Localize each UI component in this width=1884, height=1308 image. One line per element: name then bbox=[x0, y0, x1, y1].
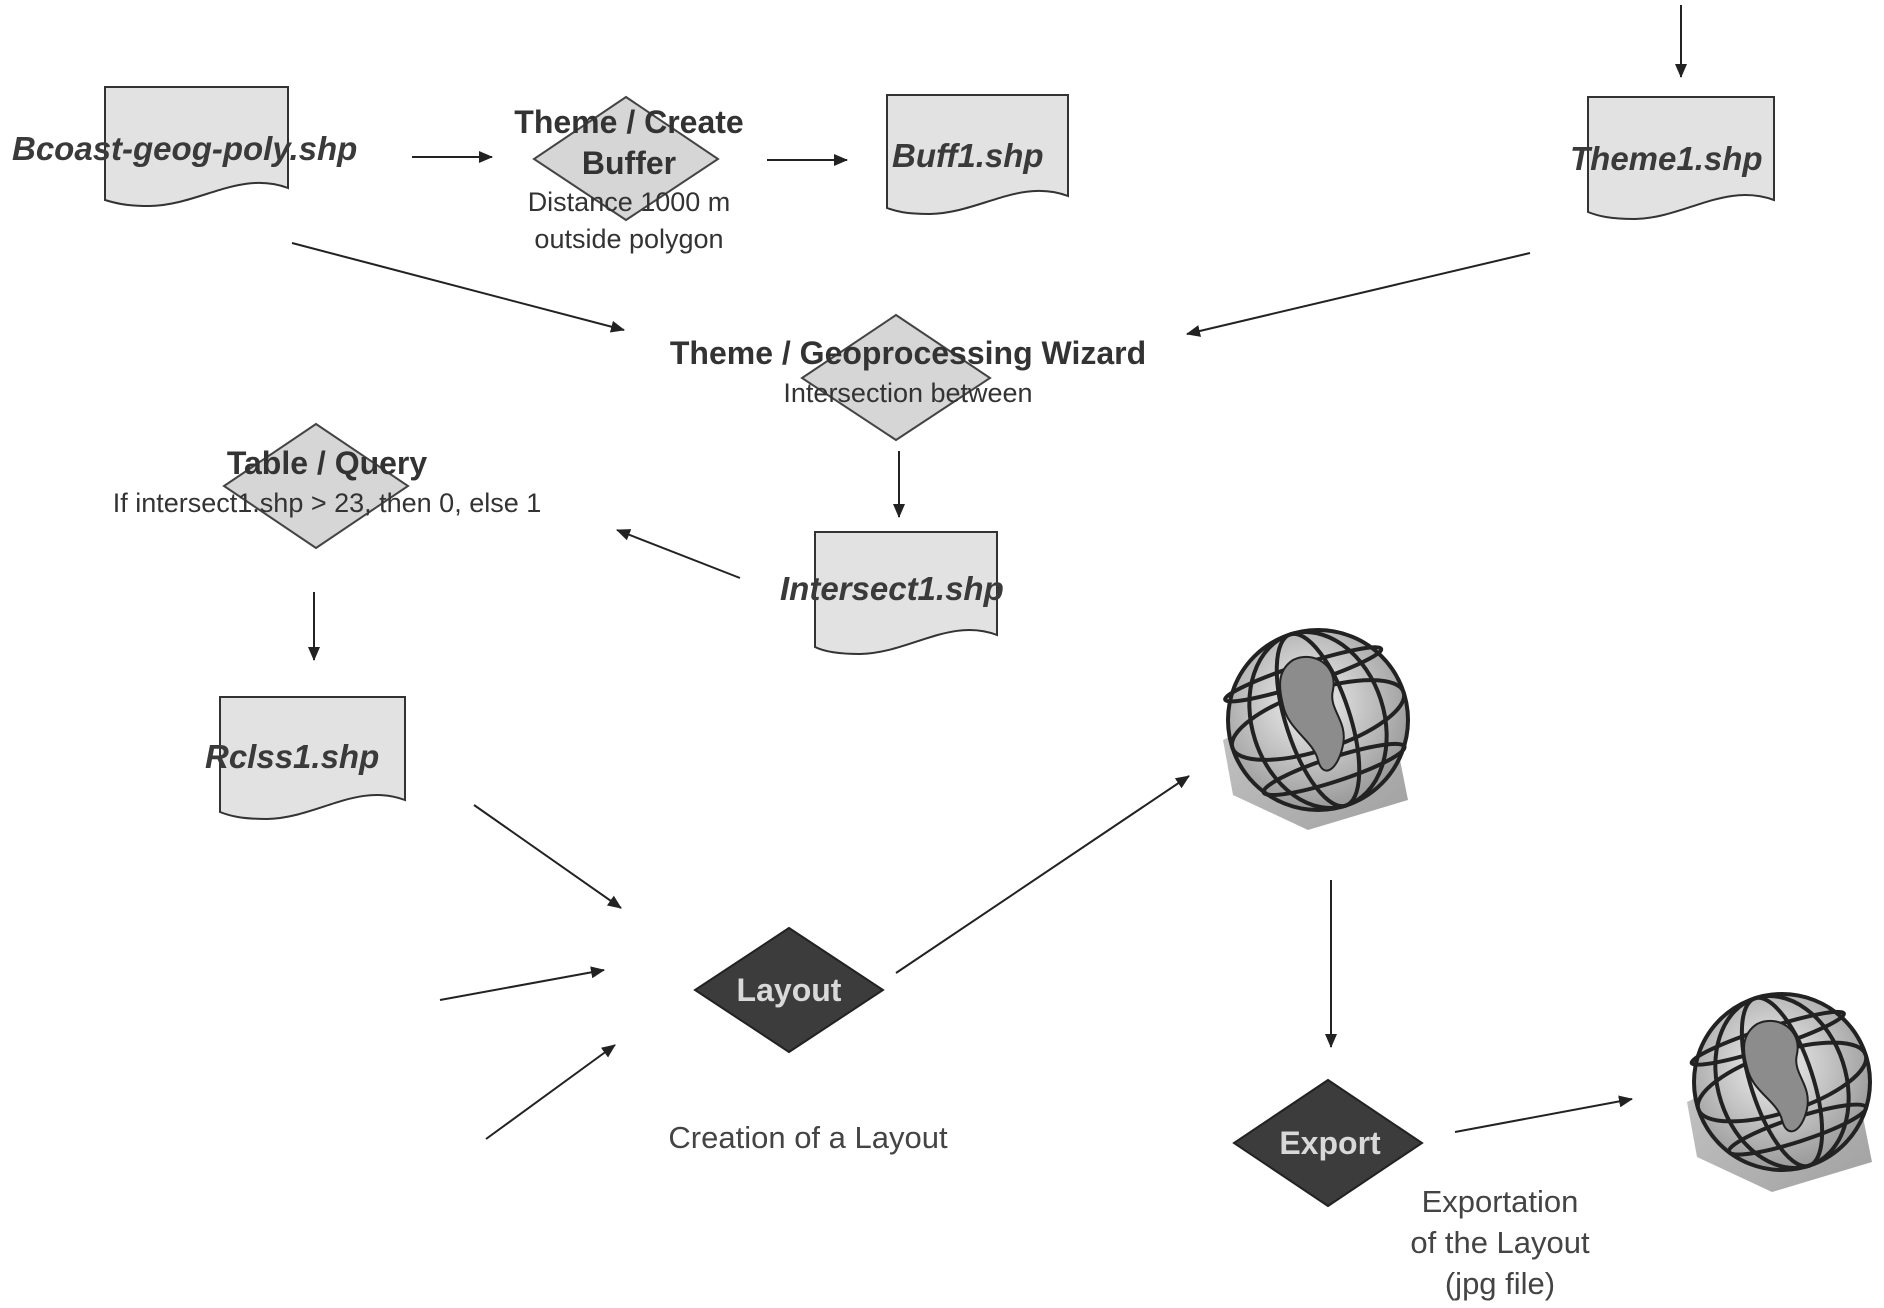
layout-caption: Creation of a Layout bbox=[668, 1120, 948, 1155]
globe-icon bbox=[1223, 628, 1410, 830]
file-label-theme1: Theme1.shp bbox=[1570, 140, 1763, 177]
diamond-shape bbox=[800, 313, 992, 442]
document-shape bbox=[219, 696, 406, 821]
file-theme1: Theme1.shp bbox=[1570, 96, 1775, 221]
arrow-export-to-globe bbox=[1454, 1095, 1633, 1133]
globe-icon bbox=[1687, 992, 1872, 1192]
export-caption-line2: of the Layout bbox=[1410, 1225, 1590, 1260]
globe-continent bbox=[1279, 655, 1345, 772]
op-detail: If intersect1.shp > 23, then 0, else 1 bbox=[113, 488, 542, 518]
diamond-shape bbox=[222, 422, 410, 550]
file-bcoast: Bcoast-geog-poly.shp bbox=[12, 86, 357, 208]
op-title-line2: Buffer bbox=[582, 145, 676, 181]
operation-geoprocessing: Theme / Geoprocessing Wizard Intersectio… bbox=[670, 313, 1146, 442]
op-detail-line2: outside polygon bbox=[534, 224, 723, 254]
arrow-theme1-to-geoprocessing bbox=[1186, 252, 1531, 337]
document-shape bbox=[886, 94, 1069, 216]
layout-label: Layout bbox=[737, 972, 842, 1008]
diamond-shape bbox=[693, 926, 885, 1054]
export-label: Export bbox=[1279, 1125, 1381, 1161]
operation-query: Table / Query If intersect1.shp > 23, th… bbox=[113, 422, 542, 550]
globe-outline bbox=[1226, 628, 1410, 812]
file-label-bcoast: Bcoast-geog-poly.shp bbox=[12, 130, 357, 167]
op-title: Table / Query bbox=[227, 445, 428, 481]
export-caption-line3: (jpg file) bbox=[1445, 1266, 1555, 1301]
arrow-intersect1-to-query bbox=[616, 529, 741, 579]
operation-create-buffer: Theme / Create Buffer Distance 1000 m ou… bbox=[514, 95, 744, 254]
arrow-input3-to-layout bbox=[485, 1044, 616, 1140]
op-detail: Intersection between bbox=[783, 378, 1032, 408]
globe-meridian bbox=[1713, 994, 1851, 1170]
export-caption-line1: Exportation bbox=[1422, 1184, 1579, 1219]
document-shape bbox=[104, 86, 289, 208]
arrow-bcoast-to-geoprocessing bbox=[291, 242, 625, 333]
document-shape bbox=[1587, 96, 1775, 221]
globe-meridian bbox=[1247, 630, 1389, 810]
document-shape bbox=[814, 531, 998, 656]
diamond-shape bbox=[532, 95, 720, 222]
op-detail-line1: Distance 1000 m bbox=[528, 187, 731, 217]
op-title-line1: Theme / Create bbox=[514, 104, 743, 140]
arrow-input2-to-layout bbox=[439, 966, 605, 1001]
file-rclss1: Rclss1.shp bbox=[205, 696, 406, 821]
file-buff1: Buff1.shp bbox=[886, 94, 1069, 216]
arrow-rclss1-to-layout bbox=[473, 804, 622, 909]
arrow-layout-to-globe bbox=[895, 775, 1190, 974]
diamond-shape bbox=[1232, 1078, 1424, 1208]
operation-export: Export Exportation of the Layout (jpg fi… bbox=[1232, 1078, 1590, 1301]
file-label-rclss1: Rclss1.shp bbox=[205, 738, 379, 775]
file-label-buff1: Buff1.shp bbox=[892, 137, 1044, 174]
operation-layout: Layout Creation of a Layout bbox=[668, 926, 948, 1155]
op-title: Theme / Geoprocessing Wizard bbox=[670, 335, 1146, 371]
file-intersect1: Intersect1.shp bbox=[780, 531, 1004, 656]
globe-continent bbox=[1743, 1019, 1809, 1133]
globe-outline bbox=[1692, 992, 1872, 1172]
file-label-intersect1: Intersect1.shp bbox=[780, 570, 1004, 607]
